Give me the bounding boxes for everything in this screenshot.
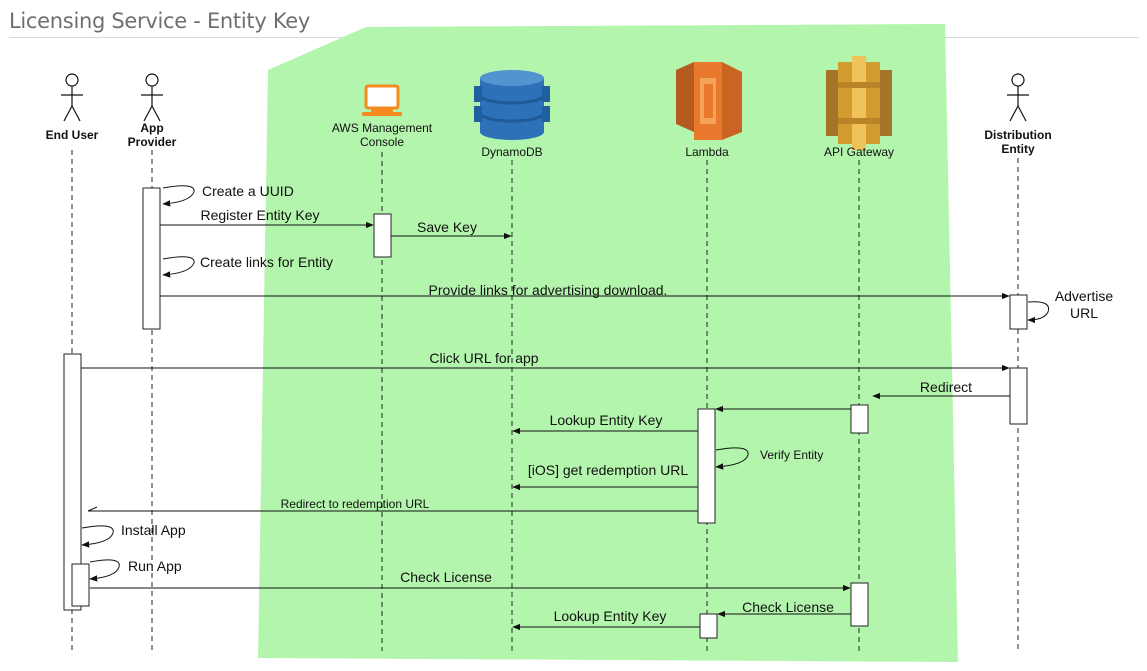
message-check-license-1: Check License — [400, 569, 492, 585]
activation-console — [373, 213, 392, 258]
computer-icon — [362, 84, 402, 116]
activation-api-gateway-1 — [850, 404, 869, 434]
message-install-app: Install App — [121, 522, 186, 538]
activation-app-provider — [142, 187, 161, 330]
message-redirect-redemption: Redirect to redemption URL — [281, 497, 430, 511]
activation-end-user — [63, 353, 82, 611]
message-redirect: Redirect — [920, 379, 972, 395]
activation-lambda-2 — [699, 613, 718, 639]
message-arrow-verify-entity — [715, 447, 749, 470]
end-user-label: End User — [46, 128, 99, 142]
message-click-url: Click URL for app — [429, 350, 538, 366]
message-arrow-create-links — [162, 256, 195, 278]
activation-distribution-2 — [1009, 367, 1028, 425]
message-arrow-install-app — [81, 525, 114, 548]
end-user-actor-icon — [61, 73, 83, 122]
distribution-entity-actor-icon — [1007, 73, 1029, 122]
message-check-license-2: Check License — [742, 599, 834, 615]
api-gateway-icon — [826, 56, 892, 150]
distribution-entity-label-line2: Entity — [1001, 142, 1035, 156]
message-lookup-key-1: Lookup Entity Key — [550, 412, 663, 428]
aws-region-background — [258, 24, 958, 662]
app-provider-label-line1: App — [140, 121, 163, 135]
message-advertise-line1: Advertise — [1055, 288, 1114, 304]
api-gateway-label: API Gateway — [824, 145, 894, 159]
message-provide-links: Provide links for advertising download. — [429, 282, 668, 298]
dynamodb-icon — [474, 70, 550, 140]
dynamodb-label: DynamoDB — [481, 145, 542, 159]
app-provider-actor-icon — [141, 73, 163, 122]
message-arrow-create-uuid — [162, 185, 195, 207]
message-verify-entity: Verify Entity — [760, 448, 823, 462]
app-provider-label-line2: Provider — [128, 135, 177, 149]
console-label-line2: Console — [360, 135, 404, 149]
distribution-entity-label-line1: Distribution — [984, 128, 1051, 142]
diagram-title: Licensing Service - Entity Key — [9, 9, 310, 33]
activation-end-user-run — [71, 563, 90, 607]
message-register-key: Register Entity Key — [200, 207, 319, 223]
console-label-line1: AWS Management — [332, 121, 433, 135]
lambda-label: Lambda — [685, 145, 729, 159]
message-save-key: Save Key — [417, 219, 477, 235]
activation-api-gateway-2 — [850, 582, 869, 627]
message-arrowhead-redirect-redemption — [87, 506, 98, 512]
message-lookup-key-2: Lookup Entity Key — [554, 608, 667, 624]
message-get-redemption: [iOS] get redemption URL — [528, 462, 689, 478]
message-advertise-line2: URL — [1070, 305, 1098, 321]
activation-lambda-1 — [697, 408, 716, 524]
message-arrow-run-app — [89, 559, 120, 582]
lambda-icon — [676, 62, 742, 140]
message-create-links: Create links for Entity — [200, 254, 333, 270]
message-create-uuid: Create a UUID — [202, 183, 294, 199]
message-run-app: Run App — [128, 558, 182, 574]
message-arrow-advertise-url — [1027, 301, 1050, 324]
activation-distribution-1 — [1009, 294, 1028, 330]
